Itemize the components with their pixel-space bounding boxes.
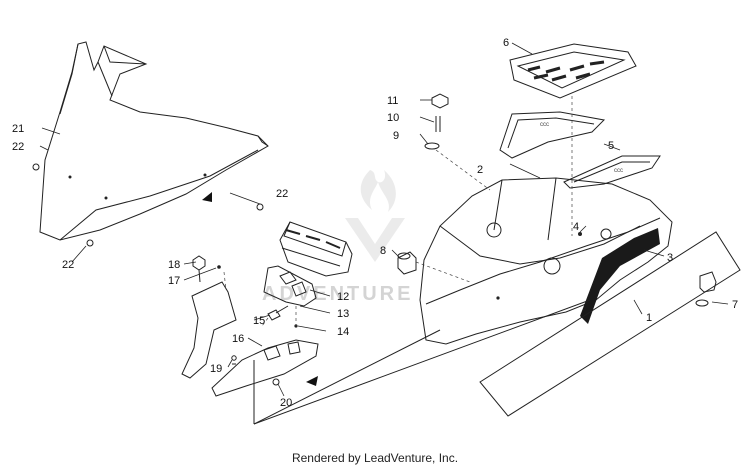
footer-credit: Rendered by LeadVenture, Inc. <box>291 451 459 465</box>
callout-22: 22 <box>276 188 288 200</box>
screw <box>231 355 237 365</box>
power-socket <box>397 251 417 275</box>
callout-3: 3 <box>667 252 673 264</box>
hood-assembly <box>419 177 673 345</box>
storage-tray <box>509 43 637 99</box>
windshield-screw-hole <box>104 196 108 200</box>
assembly-outline <box>253 231 741 425</box>
mounting-bracket <box>181 281 319 397</box>
screw <box>496 296 500 300</box>
windshield <box>39 41 269 241</box>
windshield-screw-hole <box>203 173 207 177</box>
callout-21: 21 <box>12 123 24 135</box>
watermark-logo <box>345 170 405 262</box>
screw <box>578 232 582 236</box>
storage-bin-logo: ccc <box>540 122 549 128</box>
callout-2: 2 <box>477 164 483 176</box>
gauge <box>279 221 353 277</box>
callout-1: 1 <box>646 312 652 324</box>
callout-5: 5 <box>608 140 614 152</box>
orientation-arrow <box>306 376 318 386</box>
callout-6: 6 <box>503 37 509 49</box>
callout-8: 8 <box>380 245 386 257</box>
gauge-bracket <box>263 265 317 307</box>
leader-lines <box>39 42 729 397</box>
fitting <box>695 271 717 307</box>
callout-4: 4 <box>573 221 579 233</box>
callout-17: 17 <box>168 275 180 287</box>
windshield-screw-hole <box>68 175 72 179</box>
callout-11: 11 <box>387 95 398 107</box>
storage-bin <box>499 111 661 189</box>
callout-20: 20 <box>280 397 292 409</box>
callout-12: 12 <box>337 291 349 303</box>
callout-7: 7 <box>732 299 738 311</box>
callout-15: 15 <box>253 315 265 327</box>
callout-10: 10 <box>387 112 399 124</box>
key-switch-assembly <box>424 93 449 150</box>
callout-18: 18 <box>168 259 180 271</box>
bolt <box>267 305 289 321</box>
callout-19: 19 <box>210 363 222 375</box>
callout-22: 22 <box>62 259 74 271</box>
screw <box>272 378 280 386</box>
callout-14: 14 <box>337 326 349 338</box>
storage-bin-logo: ccc <box>614 168 623 174</box>
callout-22: 22 <box>12 141 24 153</box>
callout-16: 16 <box>232 333 244 345</box>
dashed-centerlines <box>223 96 573 327</box>
hood-decal <box>580 228 660 324</box>
callout-13: 13 <box>337 308 349 320</box>
watermark-text: ADVENTURE <box>262 283 413 305</box>
bolt <box>192 255 206 283</box>
washer <box>217 265 221 269</box>
callout-9: 9 <box>393 130 399 142</box>
orientation-arrow <box>202 192 212 202</box>
